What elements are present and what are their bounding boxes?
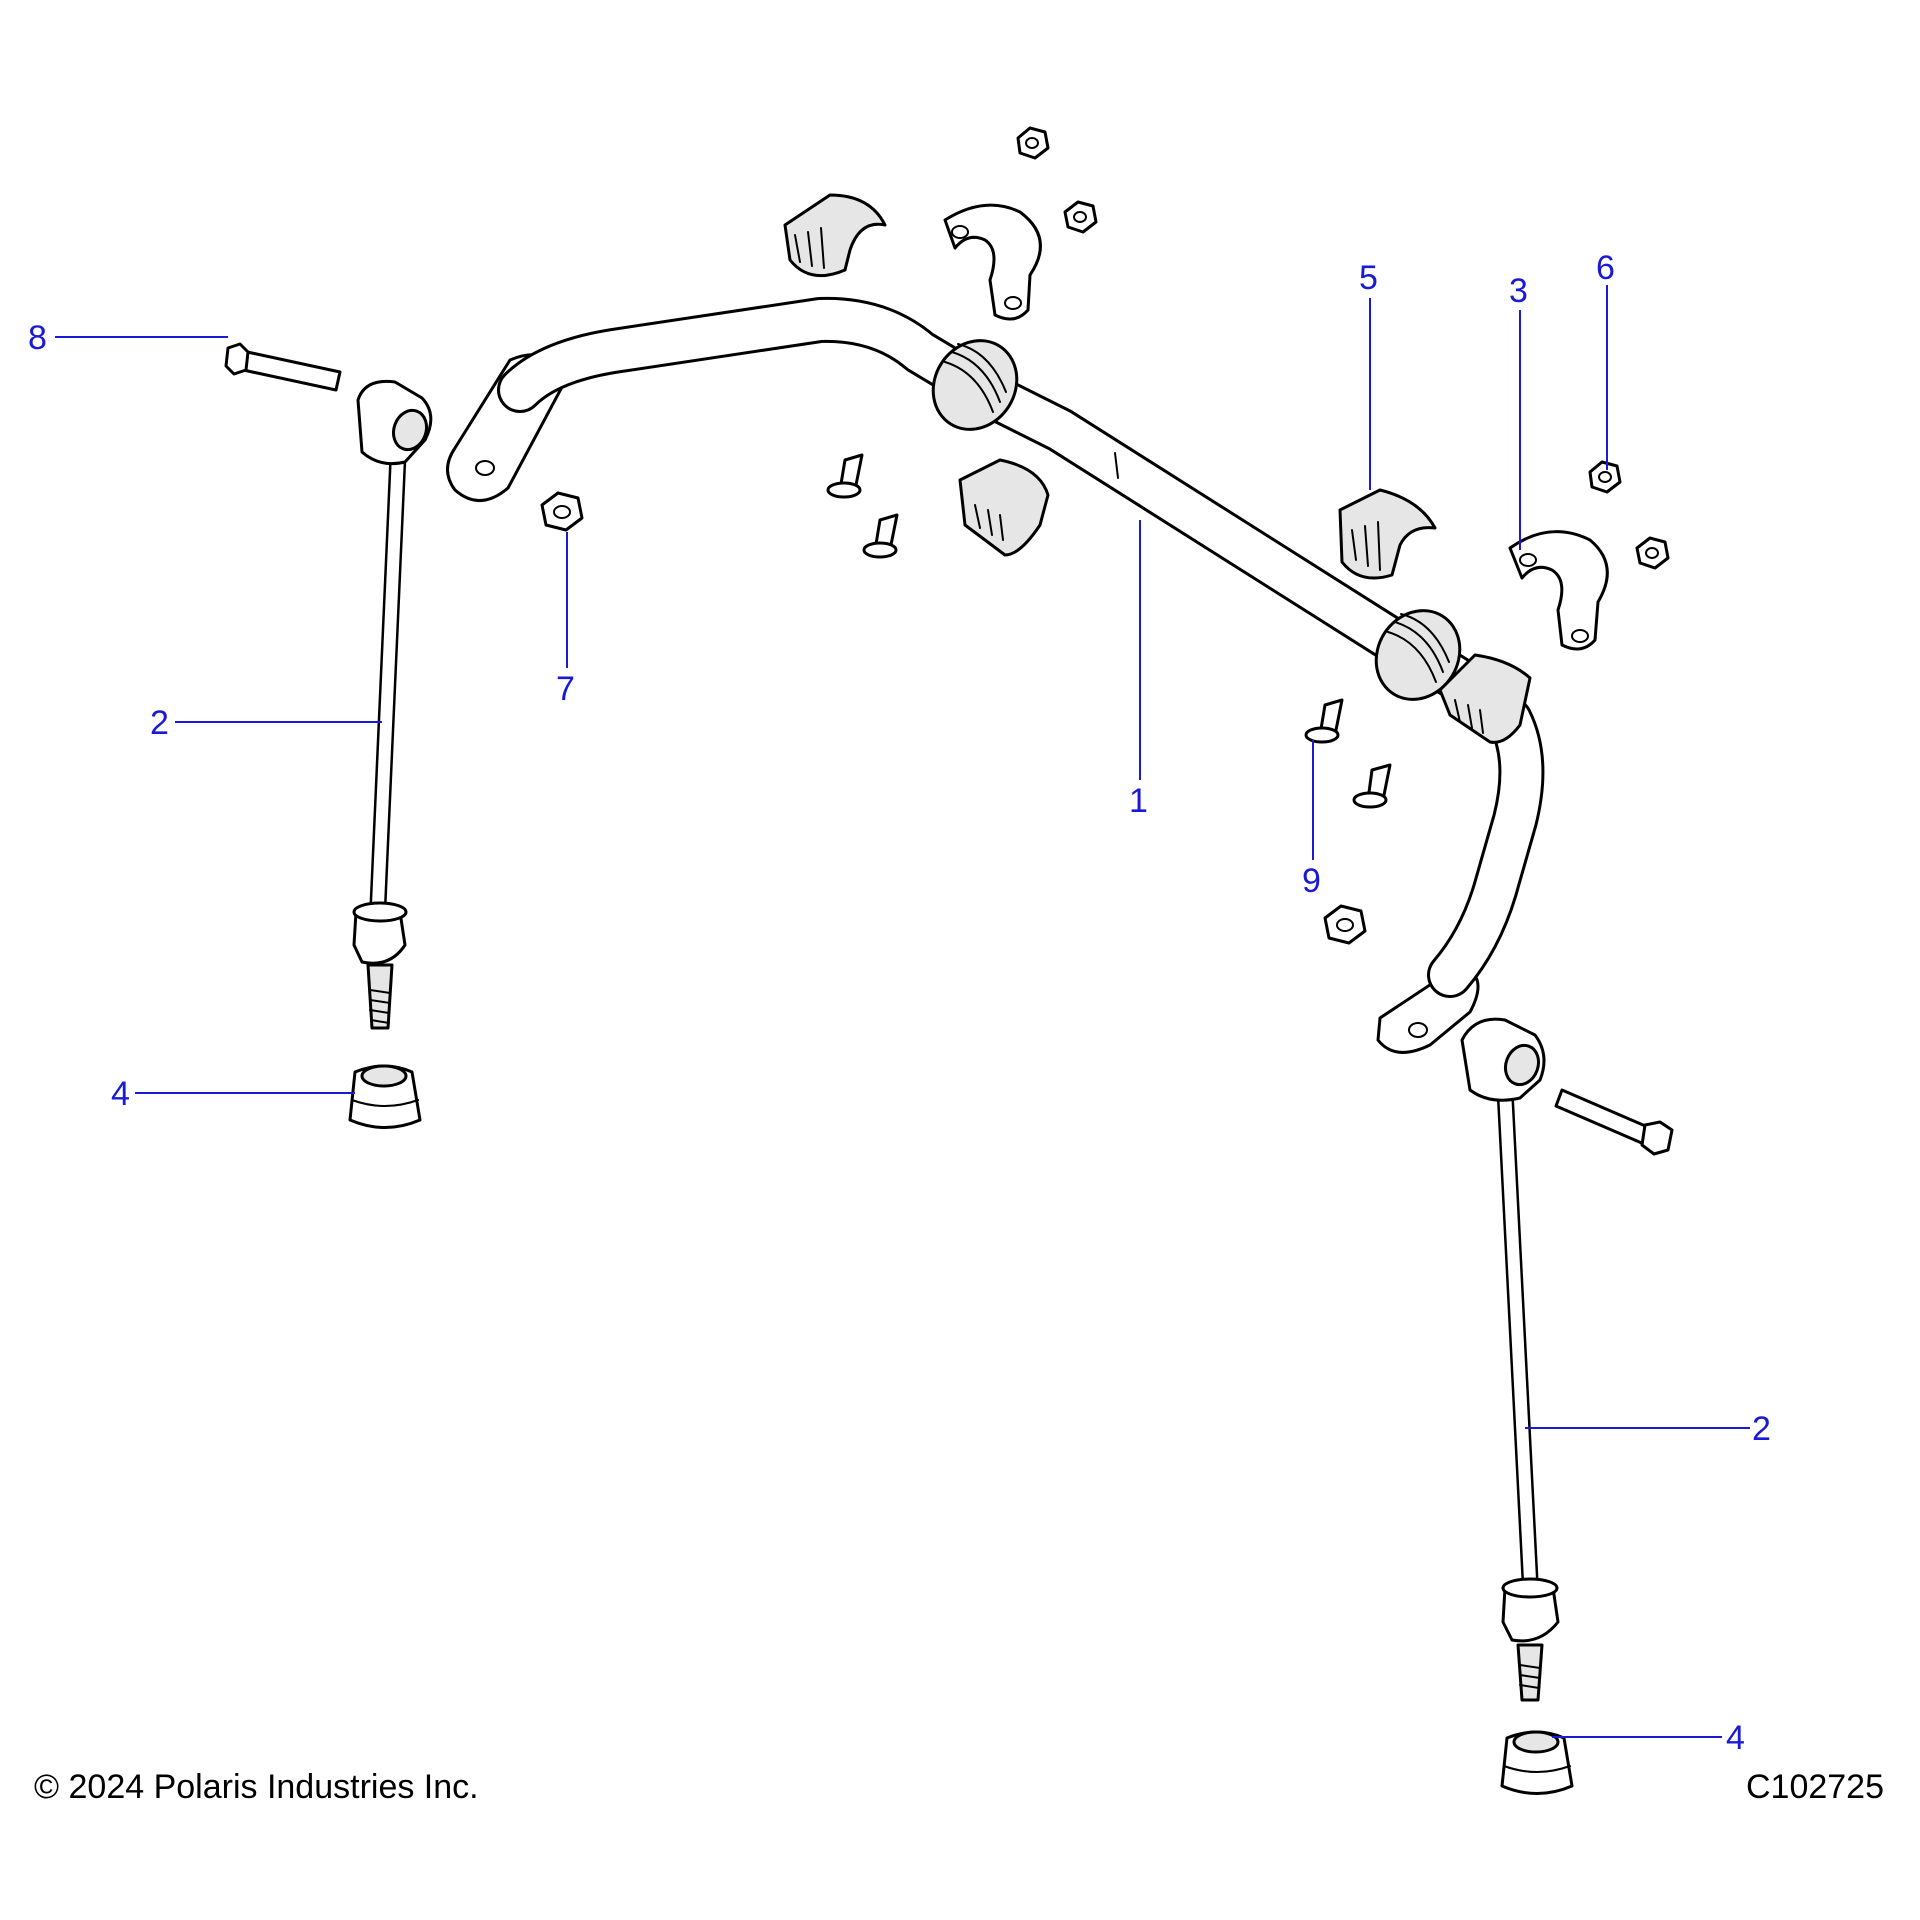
copyright-notice: © 2024 Polaris Industries Inc. [34, 1768, 479, 1806]
callout-1: 1 [1129, 782, 1148, 820]
flange-nut-top-1 [1016, 126, 1050, 160]
bar-bushing-right [1374, 609, 1462, 701]
callout-4-right: 4 [1726, 1719, 1745, 1757]
callout-6: 6 [1596, 249, 1615, 287]
callout-leaders [55, 285, 1750, 1738]
callout-3: 3 [1509, 272, 1528, 310]
carriage-bolt-left-1 [826, 453, 864, 499]
stabilizer-bar [446, 296, 1545, 1054]
stabilizer-link-left [224, 342, 433, 1030]
clamp-bracket-right [1508, 530, 1609, 651]
bushing-half-right [1338, 488, 1437, 580]
carriage-bolt-left-2 [862, 513, 899, 559]
flange-nut-7 [540, 491, 584, 532]
callout-labels: 1 2 2 3 4 4 5 6 7 8 9 [28, 249, 1771, 1757]
clamp-bracket-top-left [943, 203, 1042, 321]
callout-4-left: 4 [111, 1075, 130, 1113]
callout-5: 5 [1359, 259, 1378, 297]
drawing-number: C102725 [1745, 1768, 1884, 1806]
flange-nut-lower-right [1323, 904, 1367, 945]
bushing-cap-right [1500, 1730, 1574, 1795]
flange-nut-top-2 [1063, 200, 1098, 234]
stabilizer-link-right [1460, 1017, 1674, 1702]
bushing-half-lower-left [958, 458, 1050, 557]
flange-nut-right-2 [1635, 536, 1670, 570]
bar-bushing-left [931, 339, 1019, 431]
flange-nut-right-1 [1588, 460, 1622, 494]
callout-2-left: 2 [150, 704, 169, 742]
carriage-bolt-right-1 [1304, 698, 1344, 744]
bushing-half-lower-right [1438, 653, 1532, 744]
bushing-cap-left [348, 1064, 422, 1129]
carriage-bolt-right-2 [1352, 763, 1392, 809]
callout-7: 7 [556, 670, 575, 708]
link-left-bolt [224, 342, 342, 392]
link-right-bolt [1554, 1088, 1674, 1156]
callout-9: 9 [1302, 862, 1321, 900]
bushing-half-top-left [783, 193, 887, 278]
callout-8: 8 [28, 319, 47, 357]
callout-2-right: 2 [1752, 1410, 1771, 1448]
